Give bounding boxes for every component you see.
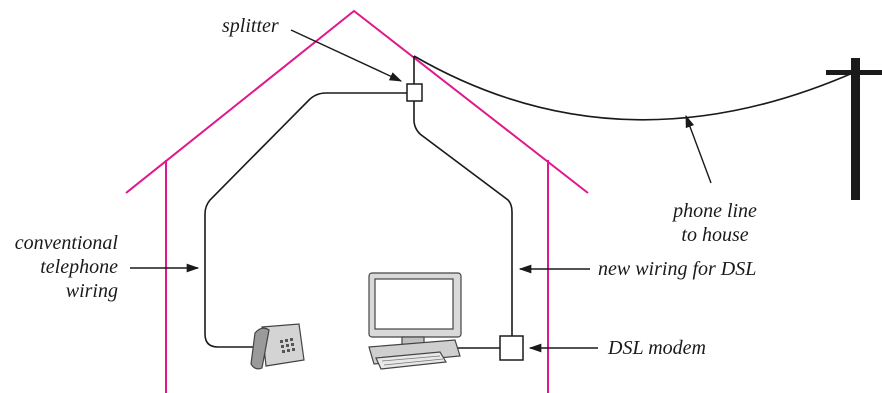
conventional-wiring-label-line2: telephone xyxy=(40,256,118,278)
dsl-wiring-path xyxy=(413,101,513,336)
conventional-wiring-path xyxy=(204,92,407,348)
phone-line-arrow xyxy=(685,114,712,184)
computer-icon xyxy=(368,272,462,370)
house-roof xyxy=(125,9,589,194)
phone-line-label-line2: to house xyxy=(681,224,749,246)
dsl-wiring-label: new wiring for DSL xyxy=(598,258,757,280)
dsl-modem-box xyxy=(499,335,524,361)
conventional-wiring-label-line1: conventional xyxy=(14,232,118,254)
dsl-modem-label: DSL modem xyxy=(608,337,706,359)
keyboard xyxy=(375,351,447,370)
utility-pole-icon xyxy=(826,58,882,200)
phone-line-label: phone line to house xyxy=(660,199,770,247)
splitter-box xyxy=(406,83,423,102)
pointer-arrows xyxy=(130,29,712,353)
house-outline xyxy=(125,9,589,393)
phone-line-wire xyxy=(413,55,856,121)
splitter-arrow xyxy=(290,29,403,82)
phone-line-label-line1: phone line xyxy=(673,200,757,222)
conventional-wiring-label-line3: wiring xyxy=(65,280,118,302)
telephone-icon xyxy=(250,323,305,370)
splitter-label: splitter xyxy=(222,15,279,37)
conventional-wiring-label: conventional telephone wiring xyxy=(2,231,118,303)
